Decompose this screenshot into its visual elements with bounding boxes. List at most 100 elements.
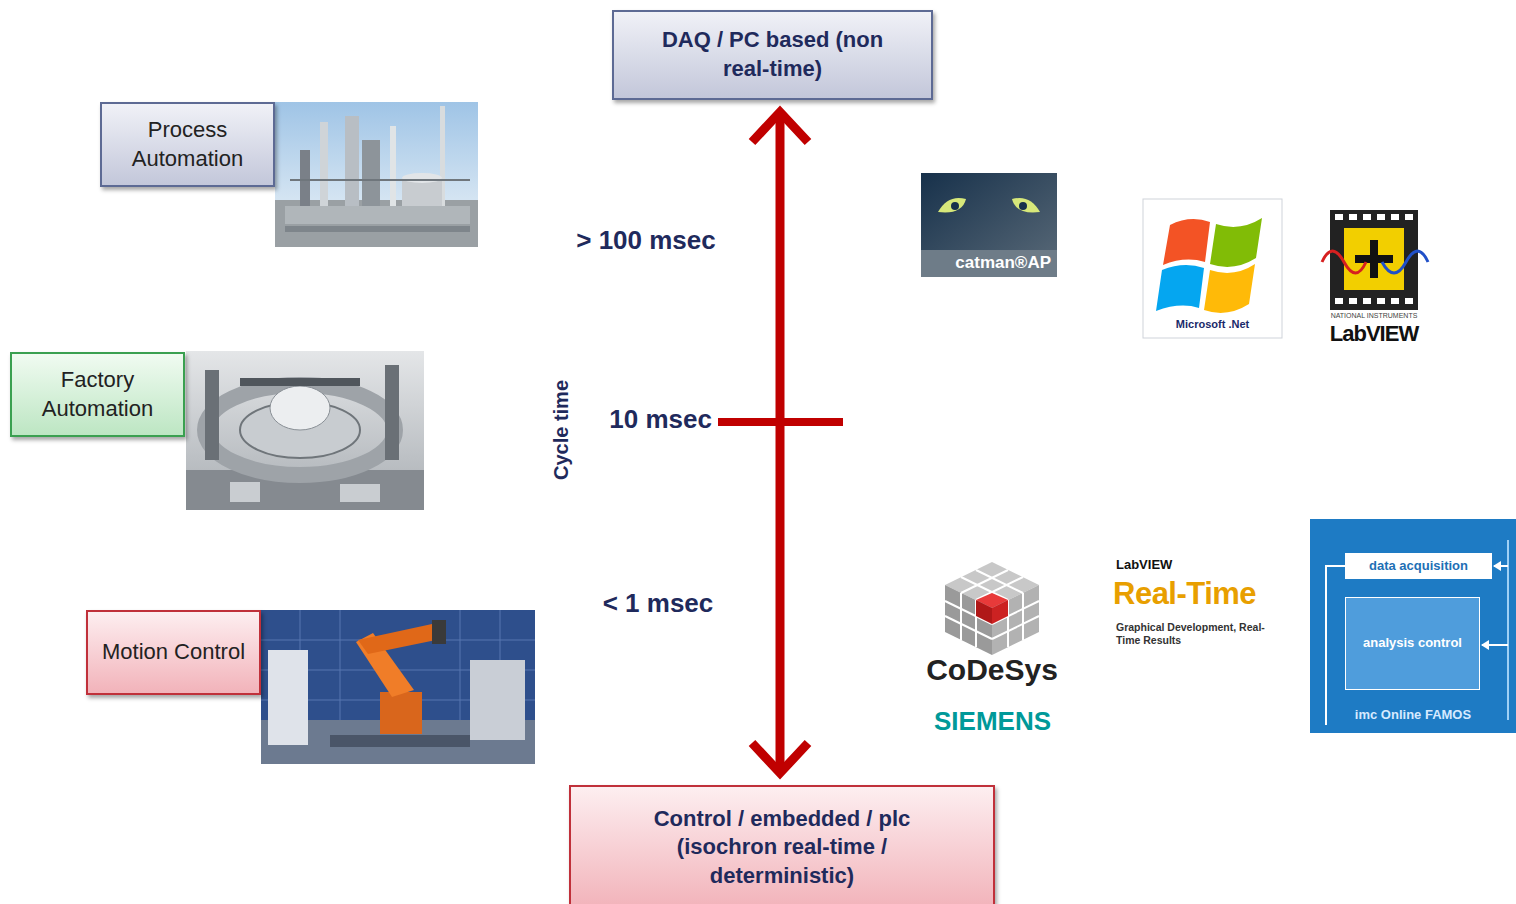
fixture [268, 650, 308, 745]
column [385, 365, 399, 460]
axis-label: < 1 msec [583, 589, 733, 619]
node-text: analysis control [1363, 635, 1462, 652]
node-text: Factory Automation [22, 366, 173, 423]
domain-box: Process Automation [100, 102, 275, 187]
panel-arrow [1481, 640, 1489, 650]
icon-face [1344, 228, 1404, 290]
tower [345, 116, 359, 210]
codesys-cube [945, 562, 1039, 655]
label-slot: LabVIEW [1116, 558, 1276, 573]
logo-text: LabVIEW [1116, 558, 1276, 573]
part [230, 482, 260, 502]
logo-text: Graphical Development, Real-Time Results [1116, 621, 1266, 647]
logo-box: data acquisition [1345, 553, 1492, 579]
node-text: DAQ / PC based (non real-time) [638, 26, 908, 83]
ring [205, 385, 395, 475]
tower [320, 122, 328, 210]
pipe [290, 179, 470, 181]
wave [1322, 251, 1366, 273]
tank-top [402, 173, 442, 183]
logo-text: CoDeSys [912, 653, 1072, 688]
node-text: data acquisition [1369, 558, 1468, 575]
label-slot: NATIONAL INSTRUMENTS [1318, 312, 1430, 320]
ground [275, 200, 478, 247]
flag-pane [1210, 218, 1262, 267]
film-holes [1335, 214, 1413, 304]
fixture [470, 660, 525, 740]
domain-box: Factory Automation [10, 352, 185, 437]
eye [938, 198, 966, 213]
arm [240, 378, 360, 386]
node-text: Motion Control [102, 638, 245, 667]
label-slot: CoDeSys [912, 653, 1072, 688]
pupil [951, 202, 959, 210]
logo-text: LabVIEW [1318, 321, 1430, 346]
part [340, 484, 380, 502]
eye [1012, 198, 1040, 213]
pupil [1019, 202, 1027, 210]
logo-box: analysis control [1345, 597, 1480, 690]
red-cube [992, 600, 1008, 624]
tower [390, 126, 396, 210]
catman-logo [921, 173, 1057, 277]
label-slot: Real-Time [1113, 576, 1288, 612]
panel-arrow [1493, 561, 1501, 571]
label-slot: Microsoft .Net [1143, 318, 1282, 331]
flag-pane [1163, 219, 1210, 265]
robot-forearm [358, 624, 436, 654]
label-slot: > 100 msec [556, 226, 736, 256]
panel-ground [1310, 519, 1516, 733]
cycle-time-arrow [776, 112, 785, 773]
label-slot: 10 msec [592, 405, 712, 435]
axis-label: > 100 msec [556, 226, 736, 256]
logo-text: SIEMENS [910, 707, 1075, 737]
robot-photo [261, 610, 535, 764]
background [261, 610, 535, 764]
pipes [285, 226, 470, 232]
labview-logo [1322, 210, 1428, 310]
imc-panel [1310, 519, 1516, 733]
cube-grid [945, 570, 1039, 647]
red-cube [976, 600, 992, 624]
logo-ground [921, 173, 1057, 277]
refinery-photo [275, 102, 478, 247]
tower [362, 140, 380, 210]
column [205, 370, 219, 460]
label-slot: catman®AP [921, 253, 1051, 273]
domain-box: Motion Control [86, 610, 261, 695]
logo-text: catman®AP [921, 253, 1051, 273]
node-text: imc Online FAMOS [1355, 707, 1471, 724]
label-slot: < 1 msec [583, 589, 733, 619]
robot-tool [432, 620, 446, 644]
logo-ground [1143, 199, 1282, 338]
plus [1355, 255, 1393, 263]
factory-photo [186, 351, 424, 510]
label-slot: Cycle time [550, 360, 574, 500]
wave [1382, 251, 1428, 273]
logo-text: NATIONAL INSTRUMENTS [1318, 312, 1430, 320]
logo-text: Microsoft .Net [1143, 318, 1282, 331]
logo-text: Real-Time [1113, 576, 1288, 612]
logo-strip [921, 250, 1057, 277]
axis-label: 10 msec [592, 405, 712, 435]
label-slot: Graphical Development, Real-Time Results [1116, 621, 1266, 647]
rail [330, 735, 470, 747]
axis-title: Cycle time [550, 360, 573, 500]
sky [275, 102, 478, 247]
dotnet-logo [1143, 199, 1282, 338]
robot-base [380, 692, 422, 734]
range-box: DAQ / PC based (non real-time) [612, 10, 933, 100]
node-text: Control / embedded / plc (isochron real-… [627, 805, 937, 891]
flag-pane [1204, 264, 1255, 313]
dome [270, 386, 330, 430]
range-box: Control / embedded / plc (isochron real-… [569, 785, 995, 904]
pipes [285, 206, 470, 224]
flag-pane [1156, 265, 1204, 311]
background [186, 351, 424, 510]
panel-line [1326, 566, 1345, 725]
label-slot: SIEMENS [910, 707, 1075, 737]
logo-panel: imc Online FAMOS data acquisition analysis… [1310, 519, 1516, 733]
label-slot: LabVIEW [1318, 321, 1430, 346]
